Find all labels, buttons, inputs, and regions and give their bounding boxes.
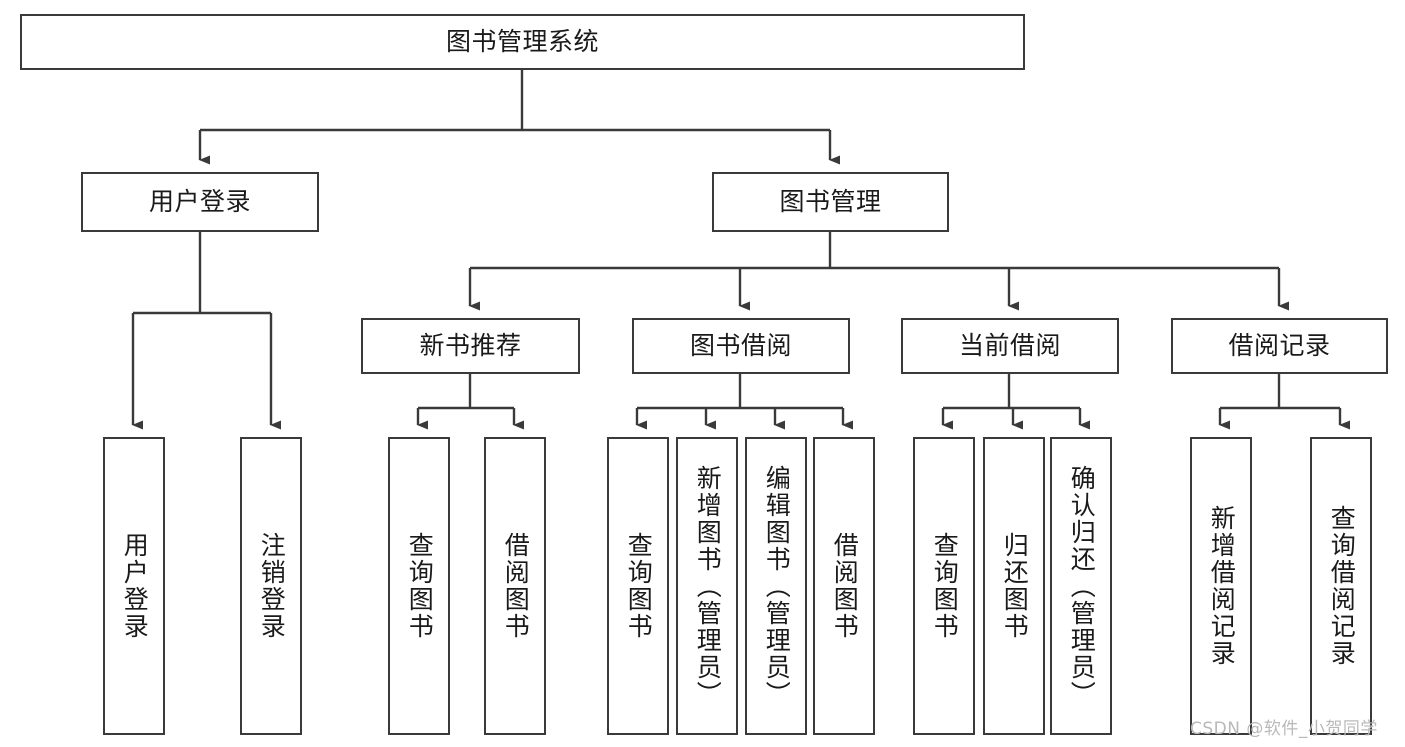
node-borrow-record[interactable]: 借阅记录 (1171, 318, 1388, 374)
node-new-book-recommend-label: 新书推荐 (419, 331, 522, 361)
leaf-nbr-borrow-book-label: 借阅图书 (501, 532, 531, 640)
leaf-nbr-query-book-label: 查询图书 (405, 532, 435, 640)
node-book-management[interactable]: 图书管理 (712, 172, 949, 232)
leaf-cb-return-book[interactable]: 归还图书 (983, 437, 1045, 735)
leaf-cb-confirm-return-admin-label: 确认归还（管理员） (1067, 464, 1097, 708)
leaf-br-add-record[interactable]: 新增借阅记录 (1190, 437, 1252, 735)
leaf-logout-label: 注销登录 (257, 532, 287, 640)
leaf-bb-edit-book-admin[interactable]: 编辑图书（管理员） (745, 437, 807, 735)
node-book-borrow[interactable]: 图书借阅 (632, 318, 850, 374)
leaf-cb-query-book[interactable]: 查询图书 (913, 437, 975, 735)
leaf-nbr-borrow-book[interactable]: 借阅图书 (484, 437, 546, 735)
leaf-user-login-label: 用户登录 (120, 532, 150, 640)
node-book-borrow-label: 图书借阅 (689, 331, 792, 361)
leaf-logout[interactable]: 注销登录 (240, 437, 302, 735)
node-root-label: 图书管理系统 (445, 27, 599, 57)
leaf-bb-borrow-book[interactable]: 借阅图书 (813, 437, 875, 735)
leaf-nbr-query-book[interactable]: 查询图书 (388, 437, 450, 735)
leaf-bb-edit-book-admin-label: 编辑图书（管理员） (762, 464, 792, 708)
leaf-bb-query-book[interactable]: 查询图书 (607, 437, 669, 735)
leaf-bb-borrow-book-label: 借阅图书 (830, 532, 860, 640)
leaf-bb-query-book-label: 查询图书 (624, 532, 654, 640)
node-current-borrow[interactable]: 当前借阅 (901, 318, 1119, 374)
leaf-br-query-record[interactable]: 查询借阅记录 (1310, 437, 1372, 735)
node-borrow-record-label: 借阅记录 (1228, 331, 1331, 361)
leaf-cb-confirm-return-admin[interactable]: 确认归还（管理员） (1050, 437, 1112, 735)
node-new-book-recommend[interactable]: 新书推荐 (361, 318, 580, 374)
node-user-login-label: 用户登录 (148, 187, 251, 217)
leaf-cb-query-book-label: 查询图书 (930, 532, 960, 640)
leaf-user-login[interactable]: 用户登录 (103, 437, 165, 735)
node-book-management-label: 图书管理 (779, 187, 882, 217)
leaf-br-add-record-label: 新增借阅记录 (1207, 505, 1237, 667)
leaf-cb-return-book-label: 归还图书 (1000, 532, 1030, 640)
node-user-login[interactable]: 用户登录 (81, 172, 319, 232)
leaf-br-query-record-label: 查询借阅记录 (1327, 505, 1357, 667)
leaf-bb-add-book-admin[interactable]: 新增图书（管理员） (676, 437, 738, 735)
node-current-borrow-label: 当前借阅 (958, 331, 1061, 361)
node-root[interactable]: 图书管理系统 (20, 14, 1025, 70)
leaf-bb-add-book-admin-label: 新增图书（管理员） (693, 464, 723, 708)
